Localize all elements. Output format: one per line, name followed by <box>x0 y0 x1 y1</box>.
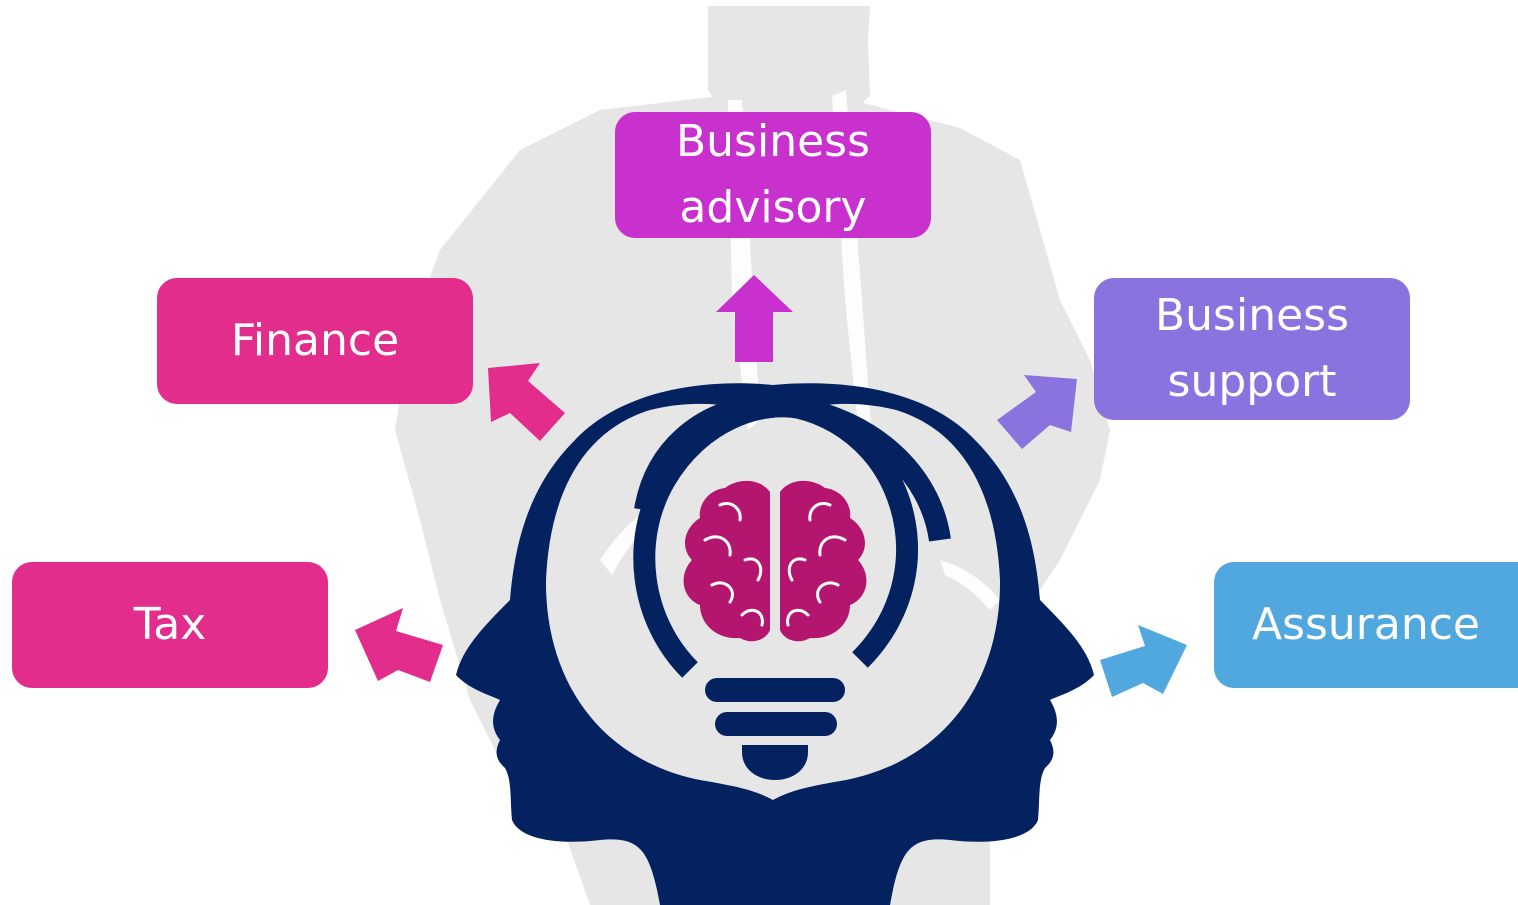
category-box-business-advisory: Business advisory <box>615 112 931 238</box>
category-box-business-support: Business support <box>1094 278 1410 420</box>
category-box-assurance: Assurance <box>1214 562 1518 688</box>
arrow-to-tax <box>355 608 443 682</box>
category-label-business-advisory: Business advisory <box>675 116 871 233</box>
brain-icon <box>683 480 867 642</box>
arrow-to-finance <box>488 363 565 441</box>
arrow-to-support <box>997 375 1077 449</box>
category-box-tax: Tax <box>12 562 328 688</box>
category-label-assurance: Assurance <box>1251 599 1481 650</box>
category-label-tax: Tax <box>133 599 207 650</box>
category-box-finance: Finance <box>157 278 473 404</box>
double-head-profile <box>456 383 1094 905</box>
category-label-finance: Finance <box>230 315 400 366</box>
category-label-business-support: Business support <box>1154 290 1350 407</box>
arrow-to-advisory <box>716 275 793 362</box>
arrow-icon <box>355 275 1187 697</box>
arrow-to-assurance <box>1100 625 1187 697</box>
